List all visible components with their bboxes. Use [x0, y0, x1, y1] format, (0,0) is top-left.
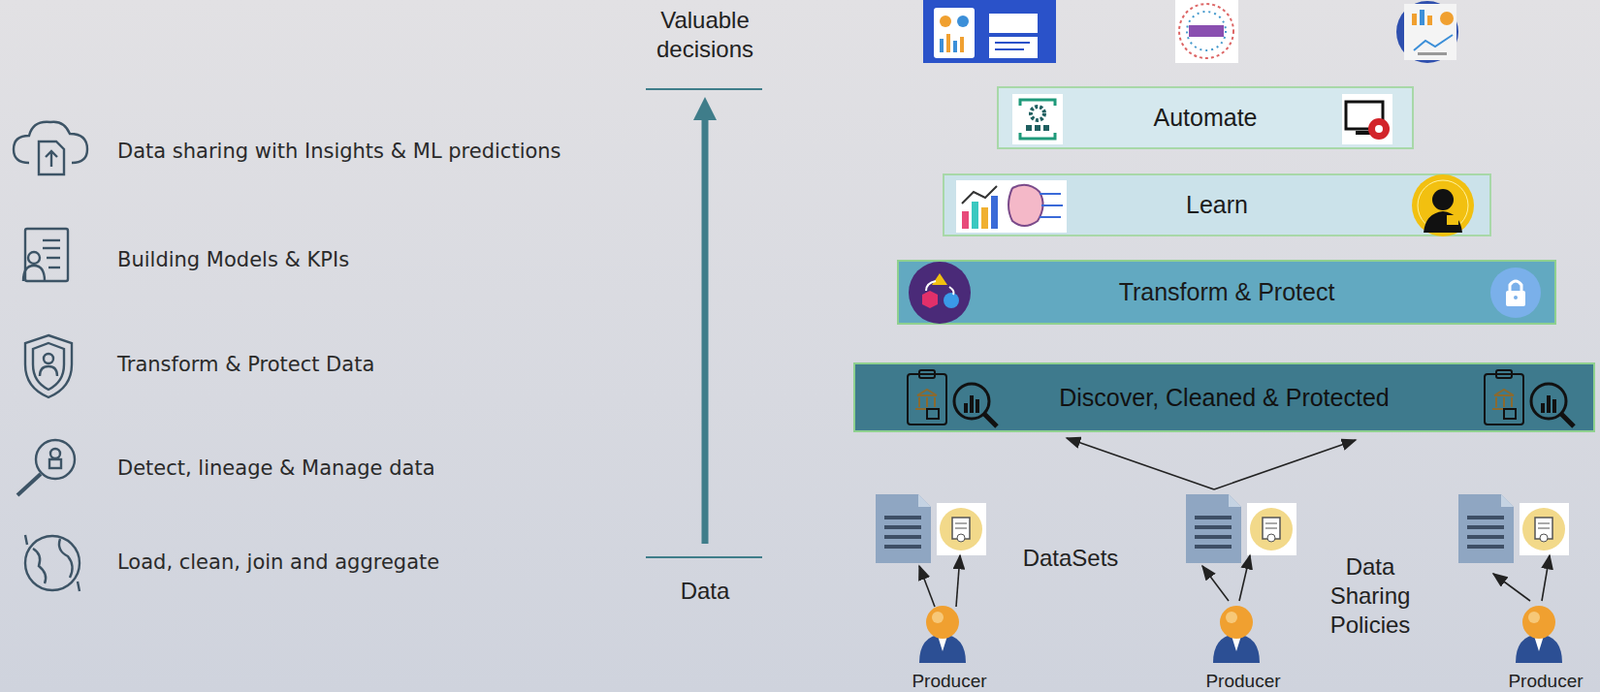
band-icon	[1010, 92, 1065, 147]
step-label: Detect, lineage & Manage data	[117, 456, 436, 480]
step-label: Data sharing with Insights & ML predicti…	[117, 139, 562, 163]
band-icon	[1340, 92, 1395, 147]
layer-band: Transform & Protect	[896, 259, 1557, 325]
layer-band: Learn	[942, 173, 1492, 237]
datasets-label: DataSets	[1023, 544, 1120, 573]
producer-label: Producer	[1507, 671, 1583, 692]
band-icon	[1411, 174, 1474, 237]
layer-band: Automate	[996, 86, 1414, 150]
policy-label: Data Sharing Policies	[1321, 552, 1419, 640]
step-label: Load, clean, join and aggregate	[117, 550, 440, 575]
producer-label: Producer	[911, 671, 987, 692]
band-icon	[903, 366, 999, 431]
step-label: Transform & Protect Data	[117, 352, 375, 377]
band-icon	[908, 261, 971, 324]
band-icon	[1480, 366, 1576, 431]
band-icon	[956, 178, 1067, 233]
band-label: Discover, Cleaned & Protected	[1058, 384, 1389, 413]
axis-label: Valuable decisions	[632, 5, 778, 64]
layer-band: Discover, Cleaned & Protected	[853, 362, 1596, 433]
step-label: Building Models & KPIs	[117, 248, 350, 272]
band-icon	[1490, 267, 1541, 319]
band-label: Transform & Protect	[1119, 278, 1336, 307]
band-label: Automate	[1152, 103, 1257, 132]
band-label: Learn	[1185, 191, 1248, 220]
producer-label: Producer	[1205, 671, 1280, 692]
axis-label: Data	[680, 577, 731, 606]
